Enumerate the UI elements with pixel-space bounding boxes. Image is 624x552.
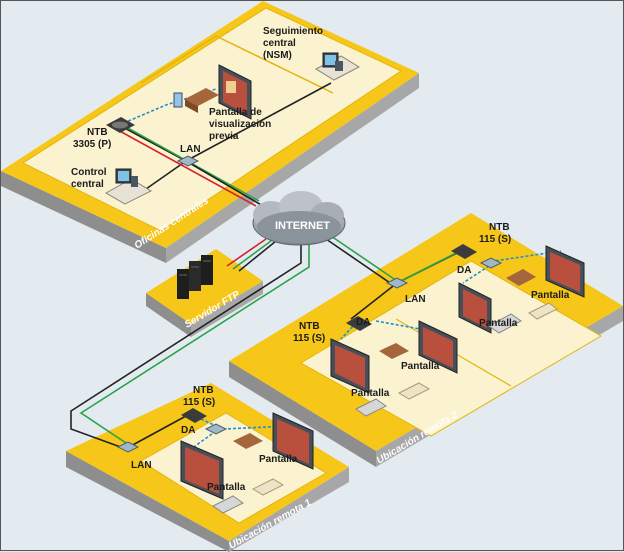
remote1-lan-label: LAN bbox=[131, 460, 152, 471]
ntb-3305-device bbox=[106, 117, 135, 133]
remote2-pantalla-mid: Pantalla bbox=[479, 318, 518, 329]
nsm-label-line2: central bbox=[263, 38, 296, 49]
remote2-pantalla-right: Pantalla bbox=[531, 290, 570, 301]
remote2-ntb-top-label-line1: NTB bbox=[489, 222, 510, 233]
remote2-ntb-left-label-line2: 115 (S) bbox=[293, 333, 325, 344]
remote2-ntb-left-label-line1: NTB bbox=[299, 321, 320, 332]
remote1-pantalla-left: Pantalla bbox=[207, 482, 246, 493]
remote1-ntb-label-line2: 115 (S) bbox=[183, 397, 215, 408]
remote2-equipment bbox=[330, 244, 585, 417]
remote1-pantalla-right: Pantalla bbox=[259, 454, 298, 465]
preview-label-line2: visualización bbox=[209, 119, 271, 130]
remote2-ntb-top-label-line2: 115 (S) bbox=[479, 234, 511, 245]
remote2-pantalla-left: Pantalla bbox=[401, 361, 440, 372]
control-label-line2: central bbox=[71, 179, 104, 190]
preview-screen-central bbox=[218, 64, 252, 120]
lan-switch-central bbox=[176, 155, 200, 167]
central-lan-label: LAN bbox=[180, 144, 201, 155]
nsm-workstation bbox=[314, 52, 361, 81]
preview-label-line3: previa bbox=[209, 131, 239, 142]
nsm-label-line3: (NSM) bbox=[263, 50, 292, 61]
ntb-3305-label-line2: 3305 (P) bbox=[73, 139, 111, 150]
remote2-lan-label: LAN bbox=[405, 294, 426, 305]
ntb-3305-label-line1: NTB bbox=[87, 127, 108, 138]
sofa-central bbox=[185, 88, 219, 113]
remote1-ntb-label-line1: NTB bbox=[193, 385, 214, 396]
preview-label-line1: Pantalla de bbox=[209, 107, 262, 118]
ftp-servers bbox=[177, 255, 213, 299]
internet-label: INTERNET bbox=[275, 220, 330, 232]
network-links bbox=[70, 82, 562, 450]
water-cooler bbox=[173, 92, 183, 108]
control-label-line1: Control bbox=[71, 167, 107, 178]
remote1-equipment bbox=[116, 408, 314, 514]
remote2-pantalla-bottom: Pantalla bbox=[351, 388, 390, 399]
internet-cloud bbox=[252, 191, 346, 246]
central-control-workstation bbox=[104, 168, 153, 205]
remote2-da-left-label: DA bbox=[356, 317, 370, 328]
remote1-da-label: DA bbox=[181, 425, 195, 436]
nsm-label-line1: Seguimiento bbox=[263, 26, 323, 37]
remote2-da-top-label: DA bbox=[457, 265, 471, 276]
